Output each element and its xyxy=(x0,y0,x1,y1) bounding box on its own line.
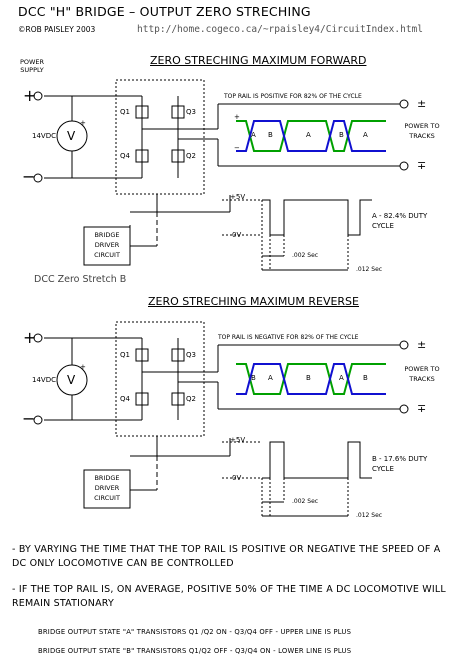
reverse-voltmeter xyxy=(56,364,88,396)
forward-wave-label: B xyxy=(339,131,344,139)
forward-t-short: .002 Sec xyxy=(292,252,319,259)
forward-wave-plus: + xyxy=(234,113,240,121)
forward-voltmeter xyxy=(56,120,88,152)
reverse-duty-label: B - 17.6% DUTY CYCLE xyxy=(372,455,428,473)
reverse-5v: +5V xyxy=(230,436,246,444)
forward-track-waveform xyxy=(236,120,386,152)
reverse-meter-plus: + xyxy=(80,363,86,371)
reverse-q4: Q4 xyxy=(120,395,130,403)
forward-rail-note: TOP RAIL IS POSITIVE FOR 82% OF THE CYCL… xyxy=(224,93,362,100)
forward-duty-label: A - 82.4% DUTY CYCLE xyxy=(372,212,428,230)
forward-terminal-plus: ± xyxy=(417,97,427,110)
reverse-terminal-minus: ∓ xyxy=(417,402,427,415)
copyright: ©ROB PAISLEY 2003 xyxy=(18,25,96,34)
forward-section-title: ZERO STRECHING MAXIMUM FORWARD xyxy=(150,54,367,67)
forward-q1: Q1 xyxy=(120,108,130,116)
note-stationary: - IF THE TOP RAIL IS, ON AVERAGE, POSITI… xyxy=(12,584,446,609)
reverse-driver-label: BRIDGE DRIVER CIRCUIT xyxy=(94,474,120,502)
reverse-duty-wave xyxy=(222,441,372,517)
forward-wave-minus: − xyxy=(234,144,240,152)
reverse-wave-label: B xyxy=(251,374,256,382)
reverse-meter-symbol: V xyxy=(67,373,76,387)
reverse-t-long: .012 Sec xyxy=(356,512,383,519)
forward-circuit xyxy=(33,79,409,266)
reverse-rail-note: TOP RAIL IS NEGATIVE FOR 82% OF THE CYCL… xyxy=(218,334,359,341)
reverse-terminal-plus: ± xyxy=(417,338,427,351)
reverse-circuit xyxy=(33,321,409,509)
reverse-0v: 0V xyxy=(232,474,242,482)
reverse-section-title: ZERO STRECHING MAXIMUM REVERSE xyxy=(148,295,359,308)
reverse-supply-plus: + xyxy=(23,328,37,347)
reverse-track-waveform xyxy=(236,363,386,395)
forward-q3: Q3 xyxy=(186,108,196,116)
forward-5v: +5V xyxy=(230,193,246,201)
supply-plus: + xyxy=(23,86,37,105)
forward-0v: 0V xyxy=(232,231,242,239)
reverse-wave-label: A xyxy=(268,374,273,382)
state-b: BRIDGE OUTPUT STATE "B" TRANSISTORS Q1/Q… xyxy=(38,647,352,655)
power-supply-label: POWER SUPPLY xyxy=(19,58,45,74)
reverse-t-short: .002 Sec xyxy=(292,498,319,505)
reverse-wave-label: A xyxy=(339,374,344,382)
reverse-driver-box xyxy=(83,469,131,509)
reverse-power-to-tracks: POWER TO TRACKS xyxy=(404,365,440,383)
reverse-q3: Q3 xyxy=(186,351,196,359)
forward-q4: Q4 xyxy=(120,152,130,160)
forward-t-long: .012 Sec xyxy=(356,266,383,273)
reverse-q1: Q1 xyxy=(120,351,130,359)
note-speed: - BY VARYING THE TIME THAT THE TOP RAIL … xyxy=(12,544,441,569)
reverse-wave-label: B xyxy=(363,374,368,382)
supply-minus: − xyxy=(22,167,36,186)
source-url[interactable]: http://home.cogeco.ca/~rpaisley4/Circuit… xyxy=(137,24,423,35)
forward-voltage: 14VDC xyxy=(32,132,56,140)
forward-wave-label: B xyxy=(268,131,273,139)
forward-wave-label: A xyxy=(306,131,311,139)
forward-power-to-tracks: POWER TO TRACKS xyxy=(404,122,440,140)
forward-meter-symbol: V xyxy=(67,129,76,143)
page-title: DCC "H" BRIDGE – OUTPUT ZERO STRECHING xyxy=(18,4,311,19)
forward-wave-label: A xyxy=(363,131,368,139)
forward-terminal-minus: ∓ xyxy=(417,159,427,172)
forward-duty-wave xyxy=(222,199,372,271)
forward-driver-label: BRIDGE DRIVER CIRCUIT xyxy=(94,231,120,259)
reverse-wave-label: B xyxy=(306,374,311,382)
figure-caption: DCC Zero Stretch B xyxy=(34,274,127,285)
state-a: BRIDGE OUTPUT STATE "A" TRANSISTORS Q1 /… xyxy=(38,628,352,636)
reverse-voltage: 14VDC xyxy=(32,376,56,384)
forward-q2: Q2 xyxy=(186,152,196,160)
reverse-supply-minus: − xyxy=(22,409,36,428)
forward-meter-plus: + xyxy=(80,119,86,127)
forward-wave-label: A xyxy=(251,131,256,139)
reverse-q2: Q2 xyxy=(186,395,196,403)
